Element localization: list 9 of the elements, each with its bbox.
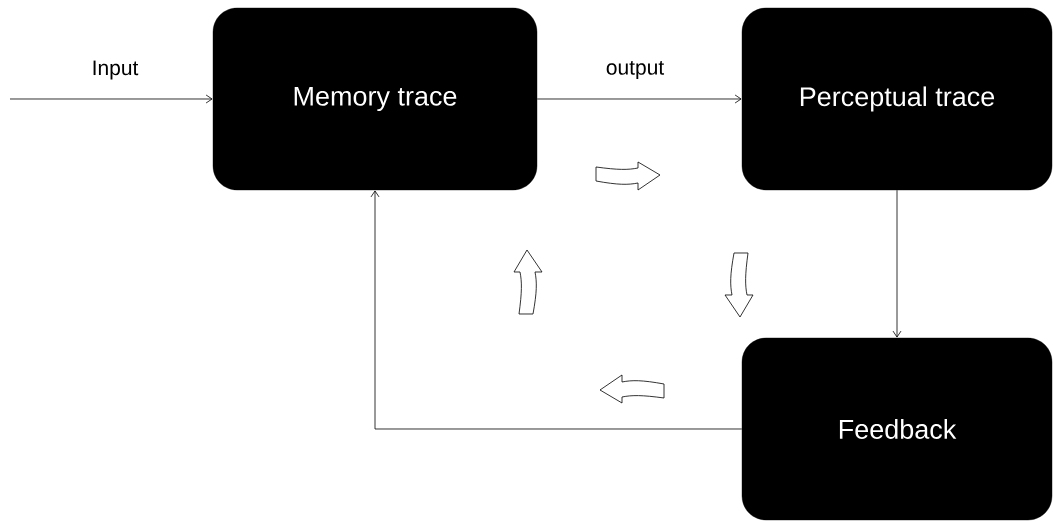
arrow xyxy=(892,189,902,338)
arrow xyxy=(9,94,213,104)
process-box: Feedback xyxy=(741,337,1053,521)
edge-label: Input xyxy=(93,60,139,80)
arrow xyxy=(370,190,743,430)
process-box: Perceptual trace xyxy=(741,7,1053,191)
edge-label: output xyxy=(606,61,665,79)
arrow xyxy=(536,94,742,104)
process-box: Memory trace xyxy=(212,7,538,191)
